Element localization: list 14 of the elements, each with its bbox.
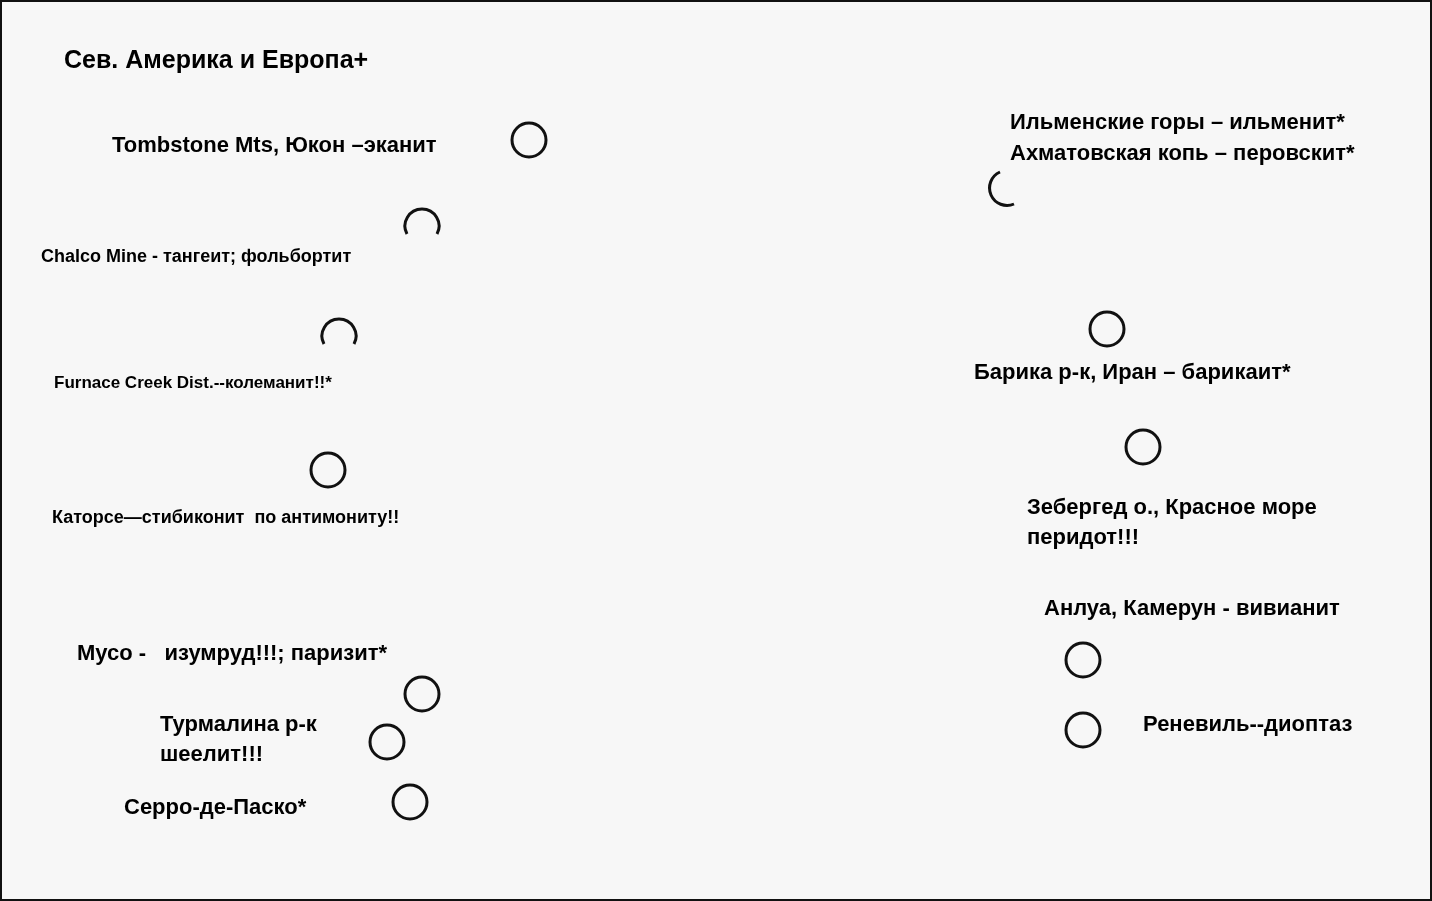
- place-label: Турмалина р-к шеелит!!!: [160, 710, 318, 768]
- map-title: Сев. Америка и Европа+: [64, 44, 369, 74]
- place-label: Реневиль--диоптаз: [1143, 710, 1353, 738]
- place-label: Каторсе—стибиконит по антимониту!!: [52, 506, 400, 529]
- place-label: Ильменские горы – ильменит*: [1010, 108, 1345, 136]
- place-label: Furnace Creek Dist.--колеманит!!*: [54, 372, 332, 394]
- place-label: Зебергед о., Красное море перидот!!!: [1027, 493, 1318, 551]
- place-label: Ахматовская копь – перовскит*: [1010, 139, 1355, 167]
- place-label: Мусо - изумруд!!!; паризит*: [77, 639, 388, 667]
- place-label: Chalco Mine - тангеит; фольбортит: [41, 245, 352, 268]
- place-label: Барика р-к, Иран – барикаит*: [974, 358, 1291, 386]
- place-label: Анлуа, Камерун - вивианит: [1044, 594, 1340, 622]
- place-label: Серро-де-Паско*: [124, 793, 307, 821]
- place-label: Tombstone Mts, Юкон –эканит: [112, 131, 437, 159]
